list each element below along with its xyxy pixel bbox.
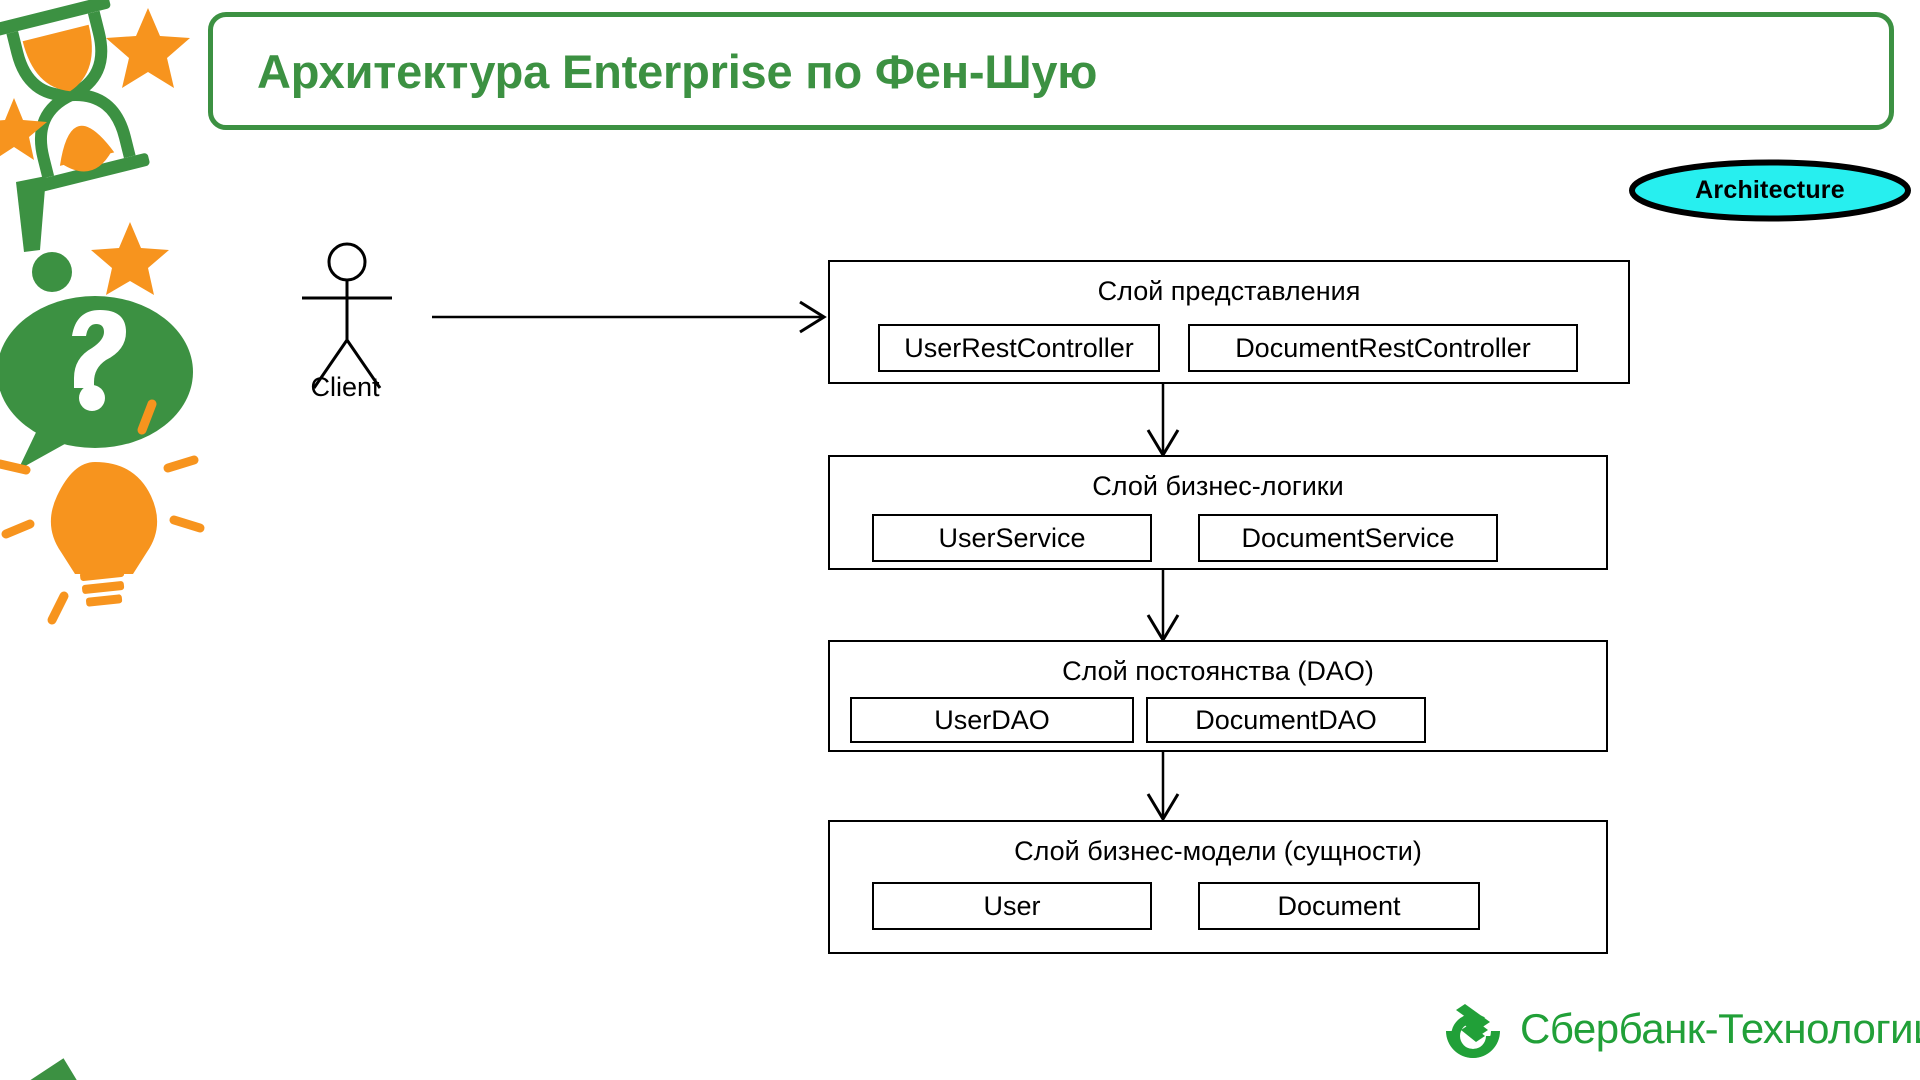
layer-title: Слой постоянства (DAO) [1062,656,1374,686]
component-box[interactable]: DocumentRestController [1188,324,1578,372]
sberbank-logo-icon [1446,1004,1500,1058]
layer-title: Слой бизнес-модели (сущности) [1014,836,1422,866]
status-badge: Architecture [1628,158,1912,223]
badge-ellipse [1629,159,1911,222]
slide-title-bar: Архитектура Enterprise по Фен-Шую [208,12,1894,130]
actor-label: Client [310,372,380,402]
component-box[interactable]: DocumentDAO [1146,697,1426,743]
connector-business-to-dao [1146,570,1180,643]
connector-presentation-to-business [1146,384,1180,458]
component-box[interactable]: UserRestController [878,324,1160,372]
component-box[interactable]: User [872,882,1152,930]
layer-box-dao[interactable]: Слой постоянства (DAO) UserDAO DocumentD… [828,640,1608,752]
page-title: Архитектура Enterprise по Фен-Шую [257,44,1098,98]
layer-box-business-model[interactable]: Слой бизнес-модели (сущности) User Docum… [828,820,1608,954]
component-box[interactable]: DocumentService [1198,514,1498,562]
component-box[interactable]: UserDAO [850,697,1134,743]
company-name: Сбербанк-Технологии [1520,1005,1920,1052]
component-box[interactable]: Document [1198,882,1480,930]
layer-title: Слой бизнес-логики [1092,471,1344,501]
badge-label: Architecture [1695,176,1845,204]
uml-actor-icon [302,242,392,389]
connector-actor-to-presentation [432,300,827,334]
component-box[interactable]: UserService [872,514,1152,562]
layer-title: Слой представления [1097,276,1361,306]
layer-box-presentation[interactable]: Слой представления UserRestController Do… [828,260,1630,384]
company-logo: Сбербанк-Технологии [1442,1000,1920,1058]
layer-box-business-logic[interactable]: Слой бизнес-логики UserService DocumentS… [828,455,1608,570]
connector-dao-to-model [1146,750,1180,822]
